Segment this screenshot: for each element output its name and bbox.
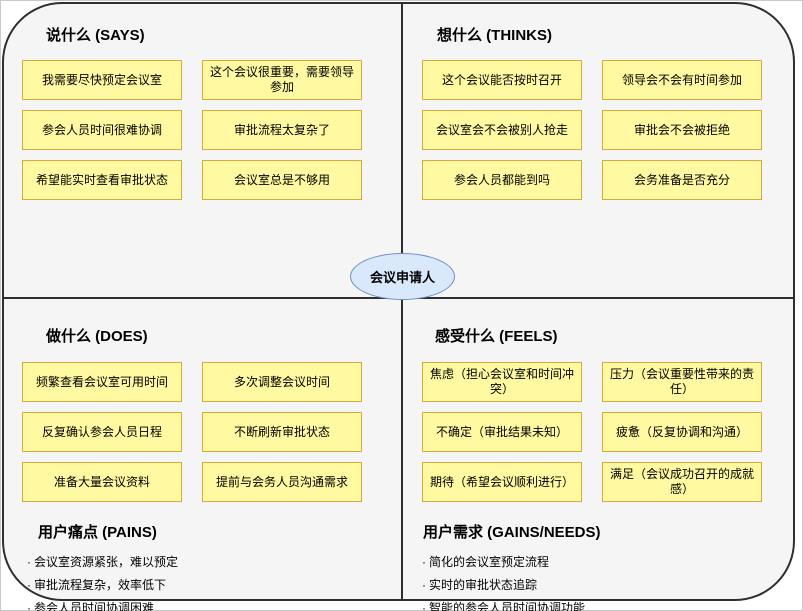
sticky-note: 疲惫（反复协调和沟通） <box>602 412 762 452</box>
sticky-note: 审批会不会被拒绝 <box>602 110 762 150</box>
quadrant-title-feels: 感受什么 (FEELS) <box>435 328 558 345</box>
gain-item-text: 智能的参会人员时间协调功能 <box>429 601 586 611</box>
sticky-note: 不断刷新审批状态 <box>202 412 362 452</box>
sticky-note: 反复确认参会人员日程 <box>22 412 182 452</box>
sticky-note: 满足（会议成功召开的成就感） <box>602 462 762 502</box>
gain-item: ·智能的参会人员时间协调功能 <box>422 597 601 611</box>
sticky-note: 审批流程太复杂了 <box>202 110 362 150</box>
bullet-dot: · <box>27 601 31 611</box>
gain-item: ·实时的审批状态追踪 <box>422 574 601 597</box>
pain-item: ·会议室资源紧张，难以预定 <box>27 551 178 574</box>
sticky-note: 这个会议很重要，需要领导参加 <box>202 60 362 100</box>
pains-section: 用户痛点 (PAINS) ·会议室资源紧张，难以预定·审批流程复杂，效率低下·参… <box>27 521 178 611</box>
bullet-dot: · <box>422 578 426 592</box>
sticky-note: 焦虑（担心会议室和时间冲突） <box>422 362 582 402</box>
thinks-notes-grid: 这个会议能否按时召开领导会不会有时间参加会议室会不会被别人抢走审批会不会被拒绝参… <box>422 60 762 200</box>
pain-item-text: 参会人员时间协调困难 <box>34 601 155 611</box>
sticky-note: 频繁查看会议室可用时间 <box>22 362 182 402</box>
sticky-note: 提前与会务人员沟通需求 <box>202 462 362 502</box>
feels-notes-grid: 焦虑（担心会议室和时间冲突） 压力（会议重要性带来的责任） 不确定（审批结果未知） 疲… <box>422 362 762 502</box>
bullet-dot: · <box>27 578 31 592</box>
persona-ellipse: 会议申请人 <box>350 253 455 300</box>
sticky-note: 会务准备是否充分 <box>602 160 762 200</box>
quadrant-title-says: 说什么 (SAYS) <box>46 27 145 44</box>
persona-label: 会议申请人 <box>369 270 435 285</box>
sticky-note: 希望能实时查看审批状态 <box>22 160 182 200</box>
gain-item: ·简化的会议室预定流程 <box>422 551 601 574</box>
does-notes-grid: 频繁查看会议室可用时间多次调整会议时间反复确认参会人员日程不断刷新审批状态准备大… <box>22 362 362 502</box>
pain-item-text: 审批流程复杂，效率低下 <box>34 578 167 592</box>
sticky-note: 期待（希望会议顺利进行） <box>422 462 582 502</box>
says-notes-grid: 我需要尽快预定会议室这个会议很重要，需要领导参加参会人员时间很难协调审批流程太复… <box>22 60 362 200</box>
sticky-note: 准备大量会议资料 <box>22 462 182 502</box>
pain-item-text: 会议室资源紧张，难以预定 <box>34 555 179 569</box>
bullet-dot: · <box>27 555 31 569</box>
quadrant-title-does: 做什么 (DOES) <box>46 328 148 345</box>
bullet-dot: · <box>422 555 426 569</box>
sticky-note: 会议室会不会被别人抢走 <box>422 110 582 150</box>
sticky-note: 会议室总是不够用 <box>202 160 362 200</box>
bullet-dot: · <box>422 601 426 611</box>
gains-section: 用户需求 (GAINS/NEEDS) ·简化的会议室预定流程·实时的审批状态追踪… <box>422 521 601 611</box>
gains-title: 用户需求 (GAINS/NEEDS) <box>423 524 601 541</box>
gain-item-text: 实时的审批状态追踪 <box>429 578 538 592</box>
sticky-note: 压力（会议重要性带来的责任） <box>602 362 762 402</box>
sticky-note: 我需要尽快预定会议室 <box>22 60 182 100</box>
pain-item: ·参会人员时间协调困难 <box>27 597 178 611</box>
sticky-note: 这个会议能否按时召开 <box>422 60 582 100</box>
pain-item: ·审批流程复杂，效率低下 <box>27 574 178 597</box>
sticky-note: 领导会不会有时间参加 <box>602 60 762 100</box>
sticky-note: 不确定（审批结果未知） <box>422 412 582 452</box>
gains-list: ·简化的会议室预定流程·实时的审批状态追踪·智能的参会人员时间协调功能 <box>422 551 601 611</box>
pains-title: 用户痛点 (PAINS) <box>38 524 157 541</box>
quadrant-divider-vertical <box>401 2 403 601</box>
gain-item-text: 简化的会议室预定流程 <box>429 555 550 569</box>
pains-list: ·会议室资源紧张，难以预定·审批流程复杂，效率低下·参会人员时间协调困难 <box>27 551 178 611</box>
sticky-note: 参会人员都能到吗 <box>422 160 582 200</box>
sticky-note: 多次调整会议时间 <box>202 362 362 402</box>
quadrant-title-thinks: 想什么 (THINKS) <box>437 27 552 44</box>
sticky-note: 参会人员时间很难协调 <box>22 110 182 150</box>
